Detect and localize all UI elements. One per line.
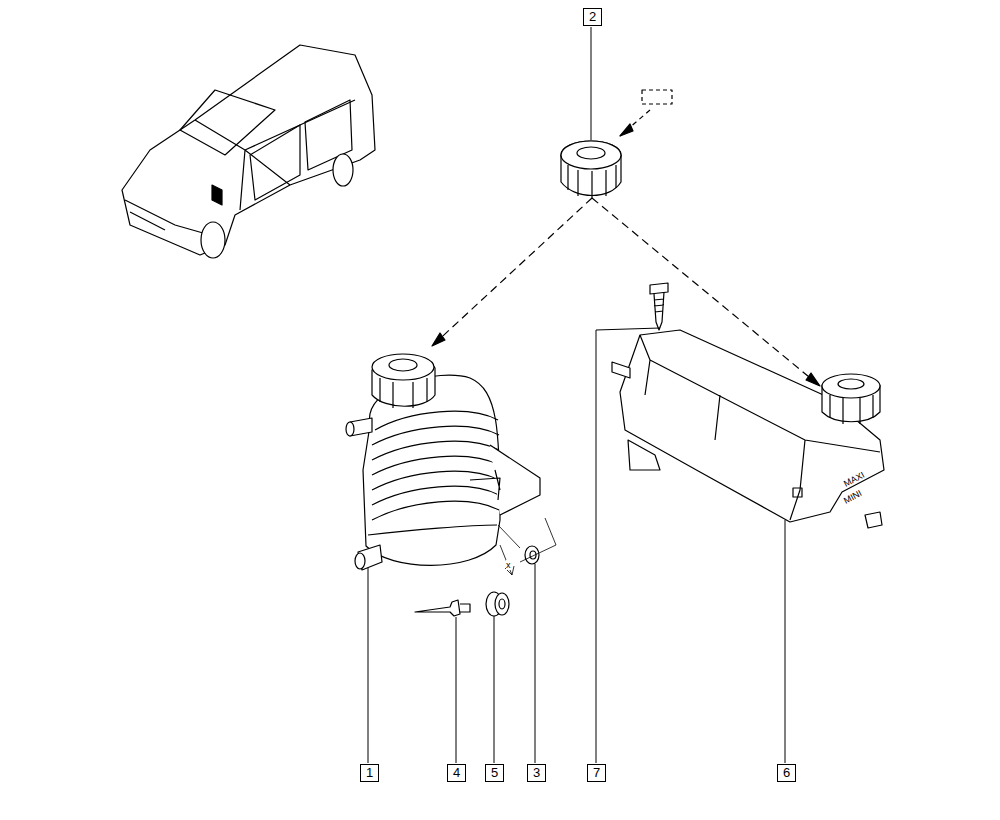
expansion-tank-large (612, 330, 884, 528)
callout-number: 1 (360, 764, 379, 782)
vehicle-locator (122, 45, 375, 258)
nut-part (525, 546, 539, 564)
leader-lines (368, 328, 785, 763)
callout-number: 4 (447, 764, 466, 782)
dimension-label: x (506, 560, 511, 570)
callout-number: 6 (777, 764, 796, 782)
callout-number: 7 (587, 764, 606, 782)
callout-number: 2 (583, 8, 602, 26)
screw-part (650, 283, 668, 294)
expansion-tank-small (346, 354, 540, 570)
callout-number: 3 (527, 764, 546, 782)
pin-part (415, 600, 470, 616)
callout-number: 5 (485, 764, 504, 782)
cap-part (561, 8, 621, 198)
